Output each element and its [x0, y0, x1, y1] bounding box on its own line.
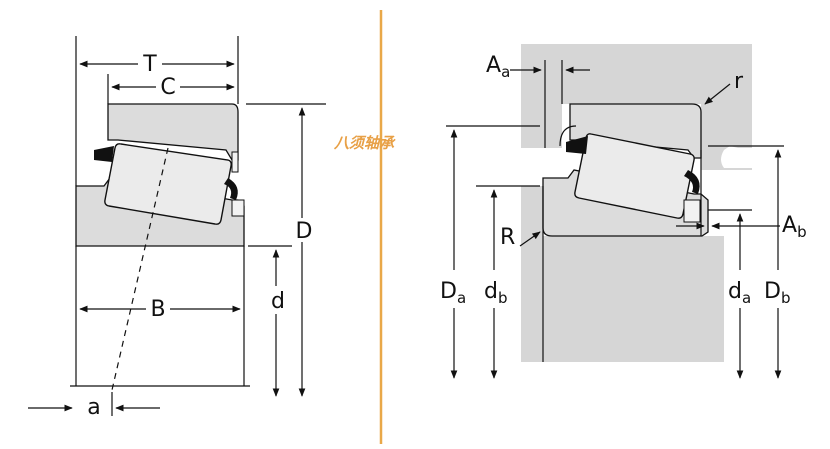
label-Da: Da [440, 279, 466, 307]
cage-right [224, 178, 238, 200]
label-Ab: Ab [782, 213, 807, 241]
left-bearing-diagram: T C D d B a [28, 36, 326, 420]
label-D: D [296, 219, 313, 244]
tapered-roller [104, 143, 232, 225]
label-r: r [734, 69, 744, 94]
cage-left-mounted [566, 136, 588, 154]
cage-right-mounted [684, 170, 700, 194]
cup-outer-ring-mounted [569, 103, 702, 159]
watermark-text: 八须轴承 [333, 134, 396, 152]
label-a: a [87, 395, 100, 420]
cup-outer-ring [107, 103, 239, 161]
cone-apex-line [111, 147, 169, 391]
label-C: C [160, 75, 175, 100]
label-T: T [142, 52, 157, 77]
label-da: da [728, 279, 751, 307]
label-db: db [484, 279, 508, 307]
tapered-roller-mounted [574, 133, 695, 219]
label-Db: Db [764, 279, 790, 307]
label-Aa: Aa [486, 53, 510, 81]
cone-flange [231, 199, 245, 217]
label-R: R [500, 225, 515, 250]
cup-backface [231, 151, 239, 173]
housing [521, 44, 752, 170]
right-bearing-diagram: Aa r R Ab Da db da [440, 44, 807, 379]
label-d: d [271, 289, 285, 314]
cage-left [94, 146, 114, 162]
shaft [521, 186, 724, 362]
label-B: B [150, 297, 165, 322]
